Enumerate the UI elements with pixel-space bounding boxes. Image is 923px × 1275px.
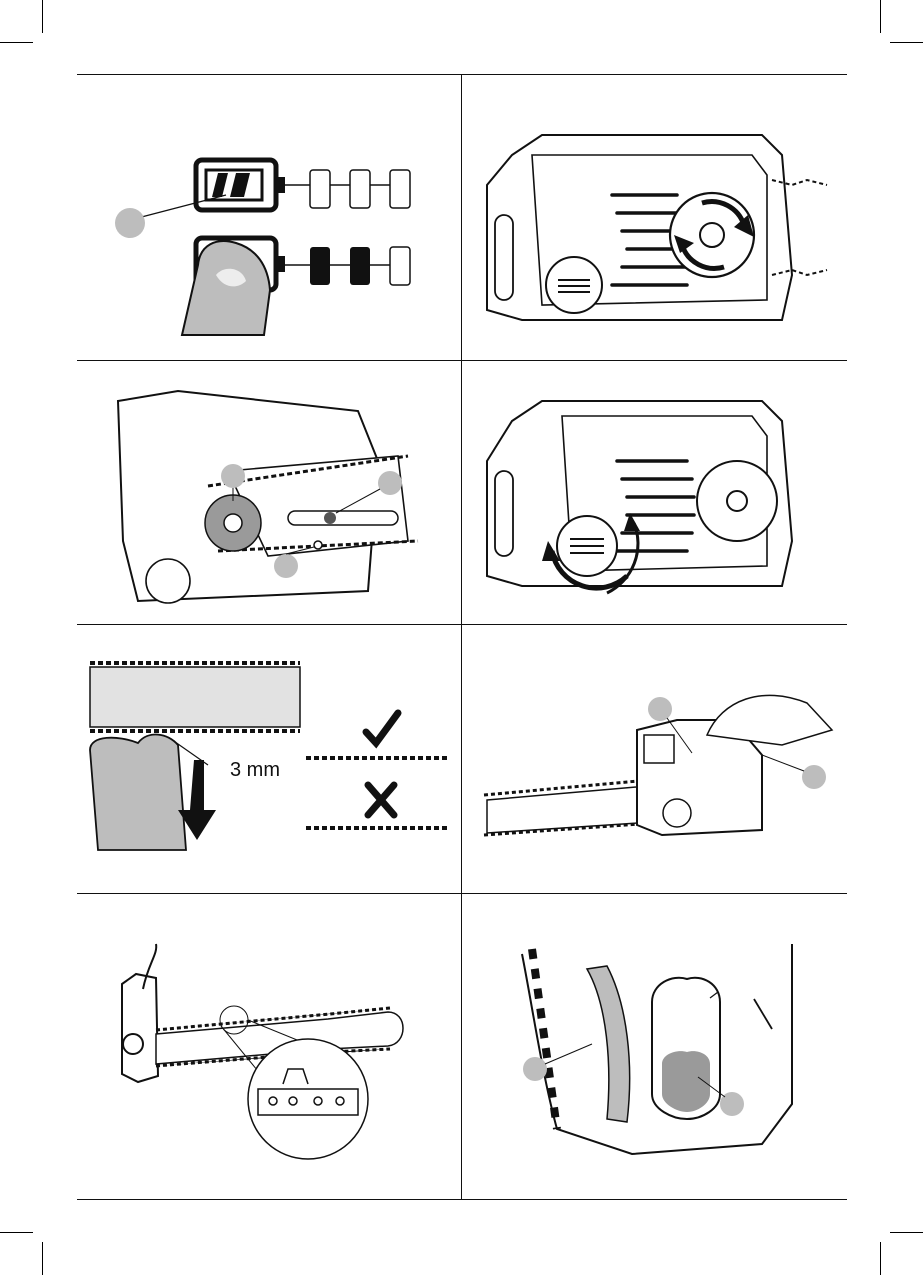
grid-divider	[77, 1199, 847, 1200]
figure-sprocket-cover-knob	[462, 75, 847, 360]
crop-mark	[0, 1232, 33, 1233]
figure-bar-and-chain-install	[78, 361, 461, 624]
check-icon	[366, 713, 398, 743]
figure-battery-indicator	[78, 75, 461, 360]
crop-mark	[880, 0, 881, 33]
figure-oil-fill	[462, 625, 847, 893]
figure-chain-detail	[78, 894, 461, 1199]
crop-mark	[42, 1242, 43, 1275]
crop-mark	[42, 0, 43, 33]
crop-mark	[880, 1242, 881, 1275]
figure-tension-knob	[462, 361, 847, 624]
measurement-label: 3 mm	[230, 759, 280, 782]
crop-mark	[890, 1232, 923, 1233]
crop-mark	[0, 42, 33, 43]
crop-mark	[890, 42, 923, 43]
figure-chain-tension-check: 3 mm	[78, 625, 461, 893]
cross-icon	[368, 785, 394, 815]
figure-oil-window	[462, 894, 847, 1199]
